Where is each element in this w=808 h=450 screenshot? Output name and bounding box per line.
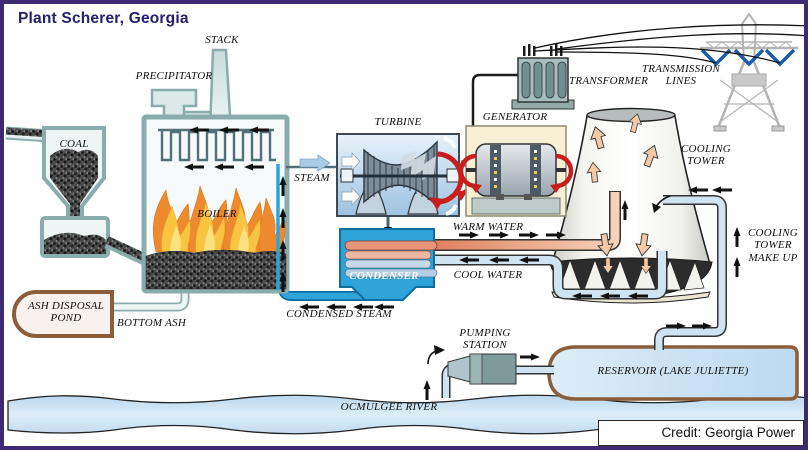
label-boiler: BOILER (197, 208, 237, 220)
label-reservoir: RESERVOIR (LAKE JULIETTE) (597, 365, 749, 377)
label-warm-water: WARM WATER (452, 221, 524, 233)
coal-hopper-lower (40, 216, 149, 266)
generator-wire (471, 73, 518, 128)
coal-hopper (42, 126, 106, 220)
label-bottom-ash: BOTTOM ASH (117, 317, 187, 329)
condenser (339, 228, 438, 301)
boiler (141, 114, 290, 294)
turbine (336, 133, 475, 235)
cooling-tower (549, 107, 713, 304)
pumping-station (447, 353, 517, 385)
label-generator: GENERATOR (482, 111, 548, 123)
flames (152, 185, 286, 253)
steam-pipe (286, 154, 338, 172)
transmission-tower (700, 12, 798, 132)
label-precipitator: PRECIPITATOR (135, 70, 213, 82)
label-transmission-lines: TRANSMISSION LINES (641, 63, 721, 88)
label-river: OCMULGEE RIVER (340, 401, 438, 413)
label-cooling-tower-make-up: COOLING TOWER MAKE UP (747, 227, 799, 264)
transformer (511, 44, 575, 110)
cooling-tower-makeup-pipe (652, 195, 727, 350)
generator-ribs (490, 145, 541, 195)
page-title: Plant Scherer, Georgia (18, 10, 189, 27)
label-condensed-steam: CONDENSED STEAM (286, 308, 392, 320)
label-pumping-station: PUMPING STATION (459, 327, 511, 352)
cool-water-pipe (432, 251, 668, 300)
label-steam: STEAM (294, 172, 330, 184)
label-cooling-tower: COOLING TOWER (680, 143, 732, 168)
reservoir (547, 345, 799, 401)
steam-arrow (299, 154, 331, 172)
insulators (700, 48, 796, 67)
bottom-ash-pipe (110, 288, 190, 312)
label-cool-water: COOL WATER (453, 269, 523, 281)
label-ash-disposal-pond: ASH DISPOSAL POND (27, 300, 105, 325)
credit-line: Credit: Georgia Power (598, 420, 804, 446)
coal-bed (145, 249, 287, 290)
label-coal: COAL (59, 138, 89, 150)
flow-arrows (299, 186, 741, 400)
diagram-canvas (5, 12, 804, 435)
label-transformer: TRANSFORMER (569, 75, 649, 87)
label-condenser: CONDENSER (349, 270, 419, 282)
ash-disposal-pond (12, 290, 114, 338)
label-stack: STACK (205, 34, 239, 46)
label-turbine: TURBINE (374, 116, 422, 128)
generator-cylinder (475, 143, 557, 197)
transmission-wires (534, 24, 804, 64)
generator (458, 73, 574, 217)
